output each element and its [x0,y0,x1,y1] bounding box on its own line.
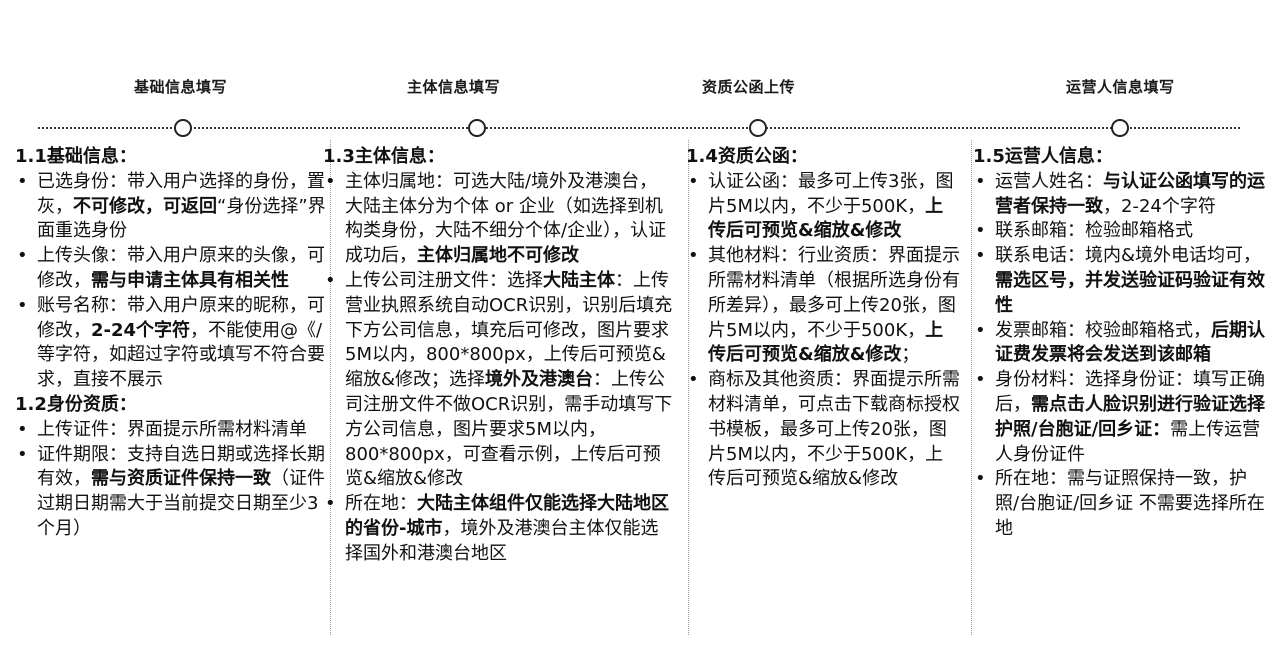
emphasis-text: 需与申请主体具有相关性 [91,269,289,291]
body-text: 上传公司注册文件：选择 [345,269,543,291]
body-text: 已选身份：带入用户选择的身份，置灰， [37,170,325,217]
emphasis-text: 需点击人脸识别进行验证选择护照/台胞证/回乡证： [995,393,1265,440]
body-text: ，境外及港澳台主体仅能选择国外和港澳台地区 [345,517,659,564]
timeline-line [38,127,1240,129]
section-heading: 1.3主体信息： [323,146,445,167]
bullet-item: 其他材料：行业资质：界面提示所需材料清单（根据所选身份有所差异），最多可上传20… [686,244,961,368]
column-qualification-letter: 1.4资质公函：认证公函：最多可上传3张，图片5M以内，不少于500K，上传后可… [686,145,961,492]
bullet-item: 联系邮箱：检验邮箱格式 [973,219,1268,244]
emphasis-text: 主体归属地不可修改 [417,245,579,267]
body-text: ：上传营业执照系统自动OCR识别，识别后填充下方公司信息，填充后可修改，图片要求… [345,269,673,391]
column-divider-3 [971,140,972,635]
column-operator-info: 1.5运营人信息：运营人姓名：与认证公函填写的运营者保持一致，2-24个字符联系… [973,145,1268,542]
body-text: 所在地：需与证照保持一致，护照/台胞证/回乡证 不需要选择所在地 [995,468,1265,539]
body-text: ，2-24个字符 [1103,195,1216,217]
section-heading: 1.2身份资质： [15,393,137,415]
bullet-item: 证件期限：支持自选日期或选择长期有效，需与资质证件保持一致（证件过期日期需大于当… [15,443,335,542]
timeline-node-3 [749,119,767,137]
body-text: “身份选择”界面重选身份 [37,195,326,242]
emphasis-text: 上传后可预览&缩放&修改 [708,319,944,366]
emphasis-text: 境外及港澳台 [485,369,594,391]
emphasis-text: 与认证公函填写的运营者保持一致 [995,170,1265,217]
body-text: 所在地： [345,493,417,515]
bullet-list: 已选身份：带入用户选择的身份，置灰，不可修改，可返回“身份选择”界面重选身份上传… [15,170,335,393]
bullet-item: 主体归属地：可选大陆/境外及港澳台，大陆主体分为个体 or 企业（如选择到机构类… [323,170,675,269]
section-heading: 1.1基础信息： [15,146,137,167]
body-text: ，不能使用@《/等字符，如超过字符或填写不符合要求，直接不展示 [37,319,325,391]
bullet-item: 运营人姓名：与认证公函填写的运营者保持一致，2-24个字符 [973,170,1268,220]
bullet-item: 上传证件：界面提示所需材料清单 [15,418,335,443]
bullet-list: 上传证件：界面提示所需材料清单证件期限：支持自选日期或选择长期有效，需与资质证件… [15,418,335,542]
bullet-item: 上传头像：带入用户原来的头像，可修改，需与申请主体具有相关性 [15,244,335,294]
bullet-item: 所在地：需与证照保持一致，护照/台胞证/回乡证 不需要选择所在地 [973,467,1268,541]
body-text: 联系邮箱：检验邮箱格式 [995,220,1193,242]
body-text: 账号名称：带入用户原来的昵称，可修改， [37,294,325,341]
bullet-list: 主体归属地：可选大陆/境外及港澳台，大陆主体分为个体 or 企业（如选择到机构类… [323,170,675,567]
bullet-item: 账号名称：带入用户原来的昵称，可修改，2-24个字符，不能使用@《/等字符，如超… [15,294,335,393]
emphasis-text: 需选区号，并发送验证码验证有效性 [995,269,1265,316]
timeline-node-2 [468,119,486,137]
timeline-node-1 [174,119,192,137]
body-text: 发票邮箱：校验邮箱格式， [995,319,1211,341]
body-text: 主体归属地：可选大陆/境外及港澳台，大陆主体分为个体 or 企业（如选择到机构类… [345,170,667,267]
bullet-list: 认证公函：最多可上传3张，图片5M以内，不少于500K，上传后可预览&缩放&修改… [686,170,961,492]
body-text: 上传证件：界面提示所需材料清单 [37,418,307,440]
body-text: 运营人姓名： [995,170,1103,192]
column-basic-info: 1.1基础信息： 已选身份：带入用户选择的身份，置灰，不可修改，可返回“身份选择”… [15,145,335,542]
body-text: ； [901,344,920,366]
bullet-item: 所在地：大陆主体组件仅能选择大陆地区的省份-城市，境外及港澳台主体仅能选择国外和… [323,492,675,566]
body-text: 身份材料：选择身份证：填写正确后， [995,369,1265,415]
step-title-basic-info: 基础信息填写 [134,78,228,96]
bullet-item: 认证公函：最多可上传3张，图片5M以内，不少于500K，上传后可预览&缩放&修改 [686,170,961,244]
emphasis-text: 大陆主体 [543,269,615,291]
column-entity-info: 1.3主体信息： 主体归属地：可选大陆/境外及港澳台，大陆主体分为个体 or 企业… [323,145,675,567]
emphasis-text: 2-24个字符 [91,319,191,341]
bullet-item: 身份材料：选择身份证：填写正确后，需点击人脸识别进行验证选择护照/台胞证/回乡证… [973,368,1268,467]
body-text: 联系电话：境内&境外电话均可， [995,245,1262,267]
body-text: 上传头像：带入用户原来的头像，可修改， [37,245,325,291]
bullet-list: 运营人姓名：与认证公函填写的运营者保持一致，2-24个字符联系邮箱：检验邮箱格式… [973,170,1268,542]
body-text: （证件过期日期需大于当前提交日期至少3个月） [37,468,325,539]
step-title-operator-info: 运营人信息填写 [1066,78,1175,96]
bullet-item: 联系电话：境内&境外电话均可，需选区号，并发送验证码验证有效性 [973,244,1268,318]
body-text: ：上传公司注册文件不做OCR识别，需手动填写下方公司信息，图片要求5M以内，80… [345,369,673,490]
bullet-item: 上传公司注册文件：选择大陆主体：上传营业执照系统自动OCR识别，识别后填充下方公… [323,269,675,492]
emphasis-text: 不可修改，可返回 [73,195,217,217]
timeline-node-4 [1111,119,1129,137]
emphasis-text: 需与资质证件保持一致 [91,468,271,490]
emphasis-text: 后期认证费发票将会发送到该邮箱 [995,319,1265,366]
body-text: 商标及其他资质：界面提示所需材料清单，可点击下载商标授权书模板，最多可上传20张… [708,369,960,490]
body-text: 证件期限：支持自选日期或选择长期有效， [37,443,325,490]
bullet-item: 商标及其他资质：界面提示所需材料清单，可点击下载商标授权书模板，最多可上传20张… [686,368,961,492]
body-text: 认证公函：最多可上传3张，图片5M以内，不少于500K， [708,170,954,217]
emphasis-text: 大陆主体组件仅能选择大陆地区的省份-城市 [345,493,669,539]
bullet-item: 已选身份：带入用户选择的身份，置灰，不可修改，可返回“身份选择”界面重选身份 [15,170,335,244]
section-heading: 1.4资质公函： [686,146,808,167]
step-title-entity-info: 主体信息填写 [407,78,501,96]
body-text: 需上传运营人身份证件 [995,418,1261,465]
bullet-item: 发票邮箱：校验邮箱格式，后期认证费发票将会发送到该邮箱 [973,319,1268,369]
emphasis-text: 上传后可预览&缩放&修改 [708,195,944,242]
section-heading: 1.5运营人信息： [973,146,1113,167]
body-text: 其他材料：行业资质：界面提示所需材料清单（根据所选身份有所差异），最多可上传20… [708,245,960,341]
step-title-qualification-letter: 资质公函上传 [702,78,796,96]
